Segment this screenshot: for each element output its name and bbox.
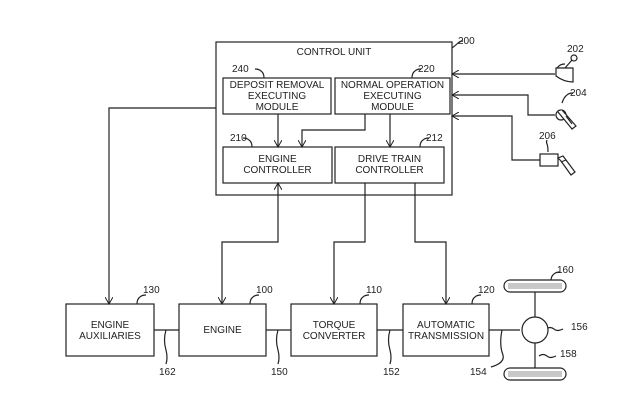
ref-154: 154: [470, 367, 487, 378]
leader-110: [360, 295, 369, 304]
ref-206: 206: [539, 131, 556, 142]
ref-158: 158: [560, 349, 577, 360]
ref-110: 110: [366, 285, 382, 296]
leader-152: [389, 330, 392, 364]
ref-156: 156: [571, 322, 588, 333]
engine-auxiliaries-label: ENGINE AUXILIARIES: [66, 320, 154, 342]
ref-204: 204: [570, 88, 587, 99]
ref-212: 212: [426, 133, 443, 144]
leader-162: [165, 330, 168, 364]
deposit-removal-label: DEPOSIT REMOVAL EXECUTING MODULE: [223, 80, 331, 113]
normal-to-engine-ctrl-arrow: [302, 114, 365, 147]
sensor-204-line: [452, 95, 555, 115]
normal-operation-label: NORMAL OPERATION EXECUTING MODULE: [335, 80, 450, 113]
accelerator-pedal-icon: [556, 110, 576, 129]
ref-160: 160: [557, 265, 574, 276]
engine-label: ENGINE: [179, 325, 266, 336]
ref-150: 150: [271, 367, 288, 378]
ref-240: 240: [232, 64, 249, 75]
ref-120: 120: [478, 285, 495, 296]
drivetrain-to-torque-line: [334, 183, 365, 304]
drive-train-controller-label: DRIVE TRAIN CONTROLLER: [335, 154, 444, 176]
ref-200: 200: [458, 36, 475, 47]
ref-152: 152: [383, 367, 400, 378]
ctrl-to-aux-line: [109, 108, 216, 304]
ref-202: 202: [567, 44, 584, 55]
automatic-transmission-label: AUTOMATIC TRANSMISSION: [403, 320, 489, 342]
brake-pedal-icon: [540, 154, 575, 175]
torque-converter-label: TORQUE CONVERTER: [291, 320, 377, 342]
leader-100: [250, 295, 259, 304]
ref-162: 162: [159, 367, 176, 378]
leader-130: [137, 295, 146, 304]
drivetrain-to-trans-line: [415, 183, 446, 304]
engine-controller-label: ENGINE CONTROLLER: [223, 154, 332, 176]
ref-100: 100: [256, 285, 273, 296]
ref-210: 210: [230, 133, 247, 144]
leader-150: [277, 330, 280, 364]
differential: [522, 317, 548, 343]
leader-154: [491, 330, 503, 367]
sensor-206-line: [452, 116, 540, 160]
ref-130: 130: [143, 285, 160, 296]
leader-158: [539, 355, 556, 358]
ref-220: 220: [418, 64, 435, 75]
leader-120: [472, 295, 481, 304]
shift-lever-icon: [556, 55, 577, 82]
leader-240: [255, 69, 264, 78]
control-unit-title: CONTROL UNIT: [216, 47, 452, 58]
